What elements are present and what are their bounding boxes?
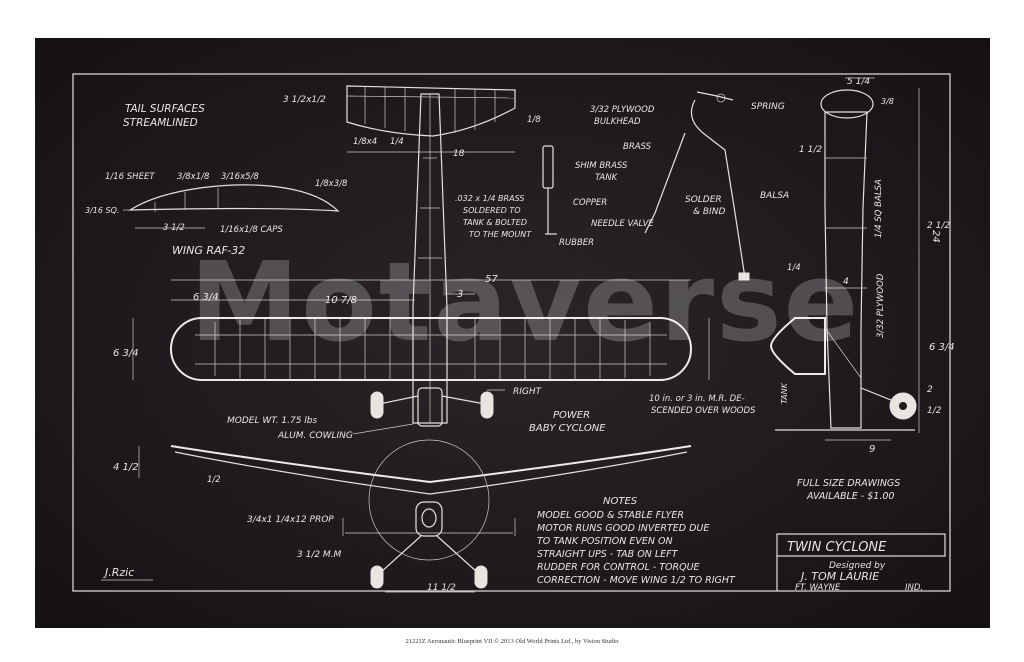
svg-text:SHIM BRASS: SHIM BRASS: [575, 161, 628, 171]
svg-text:TO THE MOUNT: TO THE MOUNT: [469, 230, 532, 239]
svg-text:11 1/2: 11 1/2: [427, 583, 456, 593]
svg-text:1 1/2: 1 1/2: [799, 145, 822, 155]
svg-text:FT. WAYNE: FT. WAYNE: [795, 583, 841, 593]
svg-text:1/8: 1/8: [527, 115, 541, 125]
title-block: TWIN CYCLONE Designed by J. TOM LAURIE F…: [776, 533, 946, 593]
svg-text:POWER: POWER: [553, 410, 590, 421]
title-block-name: TWIN CYCLONE: [787, 540, 887, 555]
blueprint-print: TAIL SURFACES STREAMLINED 1/16 SHEET 3/8…: [35, 38, 990, 628]
wing-airfoil-section: 1/16 SHEET 3/8x1/8 3/16x5/8 1/8x3/8 3/16…: [85, 172, 348, 257]
svg-text:57: 57: [485, 274, 498, 285]
svg-text:SOLDER: SOLDER: [685, 195, 722, 205]
svg-text:SOLDERED TO: SOLDERED TO: [463, 206, 521, 215]
svg-text:MODEL GOOD & STABLE FLYER: MODEL GOOD & STABLE FLYER: [537, 510, 684, 521]
drawing-border: [72, 73, 951, 592]
svg-text:3 1/2x1/2: 3 1/2x1/2: [283, 95, 326, 105]
svg-text:3/8x1/8: 3/8x1/8: [177, 172, 210, 182]
svg-text:STREAMLINED: STREAMLINED: [123, 117, 198, 129]
svg-text:AVAILABLE - $1.00: AVAILABLE - $1.00: [806, 491, 894, 502]
svg-text:Designed by: Designed by: [829, 561, 886, 571]
svg-text:1/16 SHEET: 1/16 SHEET: [105, 172, 155, 182]
svg-text:1/2: 1/2: [207, 475, 221, 485]
svg-text:1/8x4: 1/8x4: [353, 137, 377, 147]
svg-text:1/4: 1/4: [390, 137, 404, 147]
svg-text:BABY CYCLONE: BABY CYCLONE: [529, 423, 606, 434]
svg-text:3 1/2 M.M: 3 1/2 M.M: [297, 550, 342, 560]
tail-surfaces-label: TAIL SURFACES STREAMLINED: [123, 103, 205, 129]
svg-text:3/4x1 1/4x12 PROP: 3/4x1 1/4x12 PROP: [247, 515, 334, 525]
svg-text:BRASS: BRASS: [623, 142, 652, 152]
svg-text:TANK & BOLTED: TANK & BOLTED: [463, 218, 527, 227]
svg-text:6 3/4: 6 3/4: [113, 348, 139, 359]
svg-text:RUBBER: RUBBER: [559, 238, 594, 248]
notes-block: NOTES MODEL GOOD & STABLE FLYER MOTOR RU…: [537, 496, 736, 586]
svg-text:6 3/4: 6 3/4: [929, 342, 955, 353]
svg-text:.032 x 1/4 BRASS: .032 x 1/4 BRASS: [455, 194, 524, 203]
svg-text:FULL SIZE DRAWINGS: FULL SIZE DRAWINGS: [797, 478, 900, 489]
full-size-drawings-label: FULL SIZE DRAWINGS AVAILABLE - $1.00: [797, 478, 900, 502]
svg-text:1/16x1/8 CAPS: 1/16x1/8 CAPS: [220, 225, 283, 235]
svg-text:NOTES: NOTES: [603, 496, 638, 507]
svg-text:STRAIGHT UPS - TAB ON LEFT: STRAIGHT UPS - TAB ON LEFT: [537, 549, 679, 560]
svg-text:9: 9: [869, 444, 875, 455]
svg-text:BALSA: BALSA: [760, 191, 789, 201]
model-weight-label: MODEL WT. 1.75 lbs ALUM. COWLING POWER B…: [227, 410, 606, 441]
svg-text:18: 18: [453, 149, 465, 159]
svg-text:1/4 SQ BALSA: 1/4 SQ BALSA: [874, 179, 884, 238]
svg-text:MODEL WT. 1.75 lbs: MODEL WT. 1.75 lbs: [227, 416, 318, 426]
svg-text:3/16x5/8: 3/16x5/8: [221, 172, 259, 182]
blueprint-drawing: TAIL SURFACES STREAMLINED 1/16 SHEET 3/8…: [72, 73, 955, 593]
svg-text:4 1/2: 4 1/2: [113, 462, 139, 473]
svg-text:BULKHEAD: BULKHEAD: [594, 117, 641, 127]
svg-text:ALUM. COWLING: ALUM. COWLING: [277, 431, 353, 441]
svg-text:MOTOR RUNS GOOD INVERTED DUE: MOTOR RUNS GOOD INVERTED DUE: [537, 523, 709, 534]
front-view: 4 1/2 1/2 3/4x1 1/4x12 PROP 3 1/2 M.M 11…: [113, 439, 692, 593]
svg-text:1/8x3/8: 1/8x3/8: [315, 179, 348, 189]
svg-text:3/8: 3/8: [881, 97, 894, 106]
svg-text:3/32 PLYWOOD: 3/32 PLYWOOD: [590, 105, 655, 115]
svg-text:CORRECTION - MOVE WING 1/2 TO: CORRECTION - MOVE WING 1/2 TO RIGHT: [537, 575, 736, 586]
svg-text:TANK: TANK: [595, 173, 619, 183]
print-caption: 21221Z Aeronautic Blueprint VII © 2013 O…: [405, 638, 619, 645]
svg-text:3/16 SQ.: 3/16 SQ.: [85, 206, 119, 215]
svg-text:3/32 PLYWOOD: 3/32 PLYWOOD: [876, 273, 886, 338]
svg-text:SCENDED OVER WOODS: SCENDED OVER WOODS: [651, 406, 756, 416]
right-label: RIGHT: [513, 387, 543, 397]
svg-text:3 1/2: 3 1/2: [163, 223, 185, 233]
main-wing-top-view: 6 3/4 10 7/8 3 57 6 3/4: [113, 274, 710, 381]
svg-text:24: 24: [930, 230, 941, 243]
landing-gear-top-view: RIGHT: [370, 387, 543, 419]
stabilizer-top-view: 3 1/2x1/2 1/8x4 1/4 18 1/8: [283, 85, 541, 159]
svg-text:6 3/4: 6 3/4: [193, 292, 219, 303]
signature: J.Rzic: [101, 566, 153, 581]
svg-text:IND.: IND.: [905, 583, 923, 593]
svg-text:10 in. or 3 in. M.R. DE-: 10 in. or 3 in. M.R. DE-: [649, 394, 745, 404]
svg-text:1/2: 1/2: [927, 406, 942, 416]
side-view: 5 1/4 3/8 1 1/2 2 1/2 1/4 4 1/4 SQ BALSA…: [769, 77, 955, 455]
svg-text:2 1/2: 2 1/2: [927, 221, 950, 231]
svg-text:3: 3: [457, 289, 463, 300]
landing-gear-detail: SPRING SOLDER & BIND BALSA: [644, 91, 789, 281]
svg-text:5 1/4: 5 1/4: [847, 77, 870, 87]
svg-text:J. TOM LAURIE: J. TOM LAURIE: [799, 570, 879, 583]
svg-text:TAIL SURFACES: TAIL SURFACES: [125, 103, 205, 115]
svg-text:COPPER: COPPER: [573, 198, 607, 208]
svg-text:NEEDLE VALVE: NEEDLE VALVE: [591, 219, 654, 229]
svg-text:10 7/8: 10 7/8: [325, 295, 357, 306]
fuel-tank-detail: 3/32 PLYWOOD BULKHEAD BRASS SHIM BRASS T…: [455, 105, 655, 248]
svg-text:J.Rzic: J.Rzic: [103, 566, 134, 579]
svg-text:1/4: 1/4: [787, 263, 801, 273]
wing-section-name: WING RAF-32: [172, 244, 245, 257]
svg-text:SPRING: SPRING: [751, 102, 785, 112]
svg-text:RUDDER FOR CONTROL - TORQUE: RUDDER FOR CONTROL - TORQUE: [537, 562, 700, 573]
svg-text:& BIND: & BIND: [693, 207, 725, 217]
svg-text:TANK: TANK: [780, 382, 789, 404]
rubber-note: 10 in. or 3 in. M.R. DE- SCENDED OVER WO…: [649, 394, 756, 416]
svg-text:TO TANK POSITION EVEN ON: TO TANK POSITION EVEN ON: [537, 536, 673, 547]
svg-text:2: 2: [927, 385, 933, 395]
svg-text:4: 4: [843, 277, 849, 287]
fuselage-top-view: [412, 93, 448, 427]
